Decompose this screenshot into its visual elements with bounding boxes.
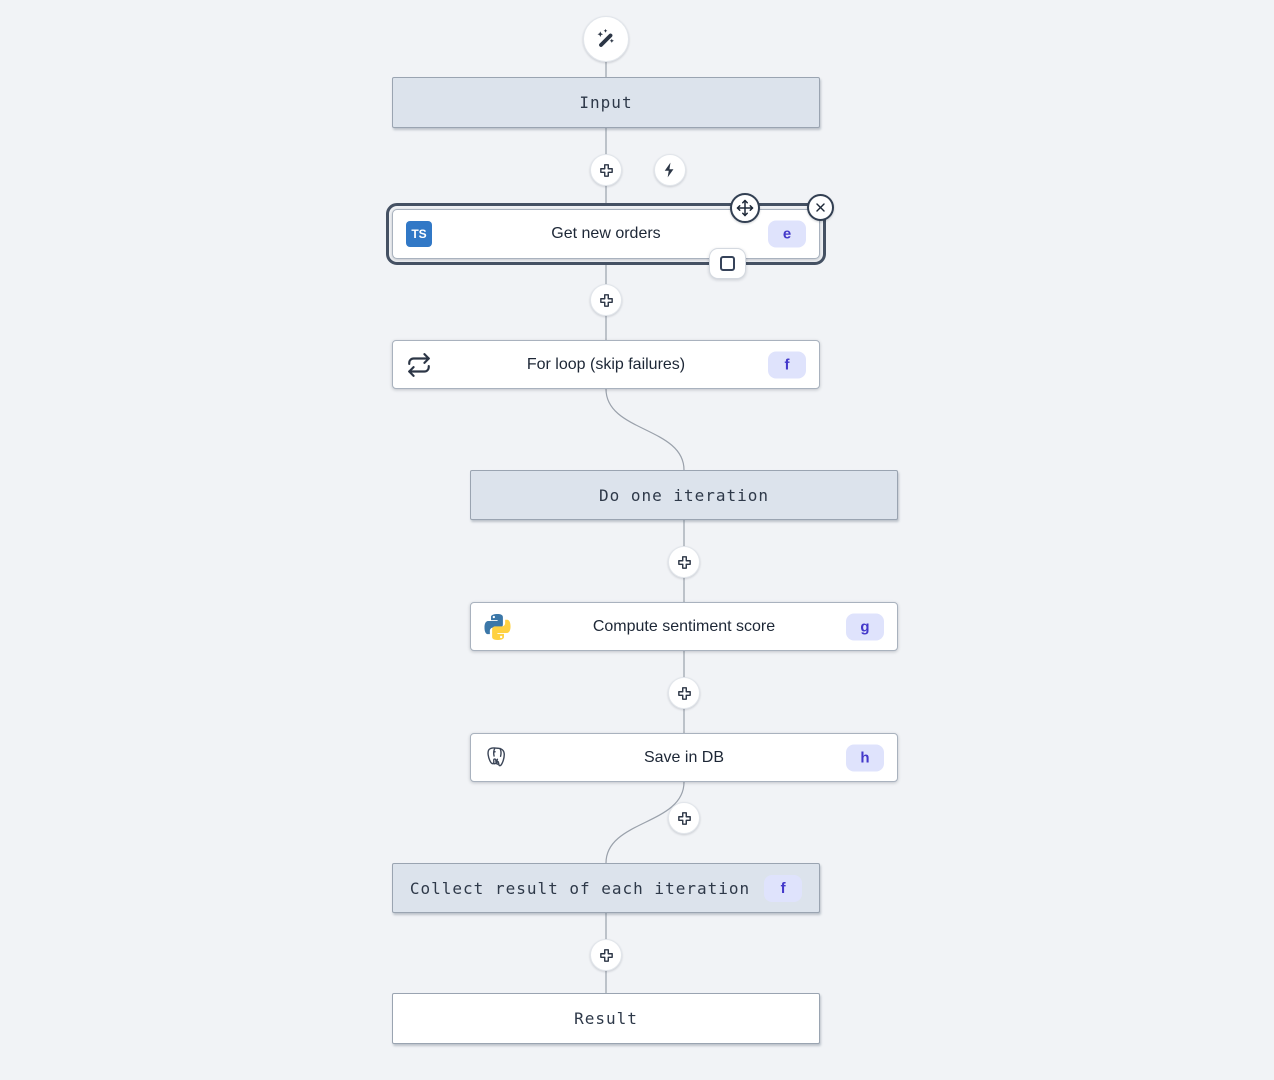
- checkbox-icon: [720, 256, 735, 271]
- collect-result-node[interactable]: Collect result of each iteration f: [392, 863, 820, 913]
- add-step-button-2[interactable]: [590, 284, 622, 316]
- move-step-handle[interactable]: [730, 193, 760, 223]
- typescript-icon-label: TS: [411, 227, 427, 241]
- step-node-get-new-orders[interactable]: TS Get new orders e: [386, 203, 826, 265]
- python-icon: [484, 613, 511, 640]
- lightning-bolt-icon: [661, 161, 679, 179]
- step-node-label: Compute sentiment score: [592, 617, 776, 635]
- postgresql-icon: [484, 745, 510, 771]
- plus-icon: [676, 554, 693, 571]
- add-step-button-5[interactable]: [668, 802, 700, 834]
- plus-icon: [676, 685, 693, 702]
- close-icon: [814, 201, 827, 214]
- add-step-button-6[interactable]: [590, 939, 622, 971]
- select-step-checkbox[interactable]: [709, 248, 746, 279]
- step-id-badge: e: [768, 220, 806, 248]
- step-node-save-in-db[interactable]: Save in DB h: [470, 733, 898, 782]
- typescript-icon: TS: [406, 221, 432, 247]
- repeat-icon: [406, 352, 432, 378]
- input-node-label: Input: [579, 93, 633, 112]
- do-one-iteration-label: Do one iteration: [598, 485, 770, 505]
- add-step-button-4[interactable]: [668, 677, 700, 709]
- move-icon: [736, 199, 754, 217]
- step-id-badge: g: [846, 613, 884, 640]
- step-node-label: Get new orders: [551, 225, 661, 242]
- plus-icon: [598, 162, 615, 179]
- delete-step-button[interactable]: [807, 194, 834, 221]
- wand-sparkles-icon: [594, 27, 618, 51]
- edge-forloop-iteration: [605, 388, 685, 471]
- do-one-iteration-node[interactable]: Do one iteration: [470, 470, 898, 520]
- step-node-compute-sentiment[interactable]: Compute sentiment score g: [470, 602, 898, 651]
- step-node-for-loop[interactable]: For loop (skip failures) f: [392, 340, 820, 389]
- step-id-badge: f: [764, 874, 803, 902]
- add-step-button-1[interactable]: [590, 154, 622, 186]
- step-node-label: Save in DB: [643, 748, 725, 766]
- result-node[interactable]: Result: [392, 993, 820, 1044]
- result-node-label: Result: [574, 1009, 638, 1028]
- step-id-badge: f: [768, 351, 806, 378]
- collect-result-label: Collect result of each iteration: [409, 878, 751, 898]
- step-node-label: For loop (skip failures): [526, 355, 686, 373]
- add-trigger-button[interactable]: [654, 154, 686, 186]
- plus-icon: [598, 292, 615, 309]
- ai-flow-button[interactable]: [583, 16, 629, 62]
- add-step-button-3[interactable]: [668, 546, 700, 578]
- input-node[interactable]: Input: [392, 77, 820, 128]
- plus-icon: [598, 947, 615, 964]
- step-id-badge: h: [846, 744, 884, 771]
- plus-icon: [676, 810, 693, 827]
